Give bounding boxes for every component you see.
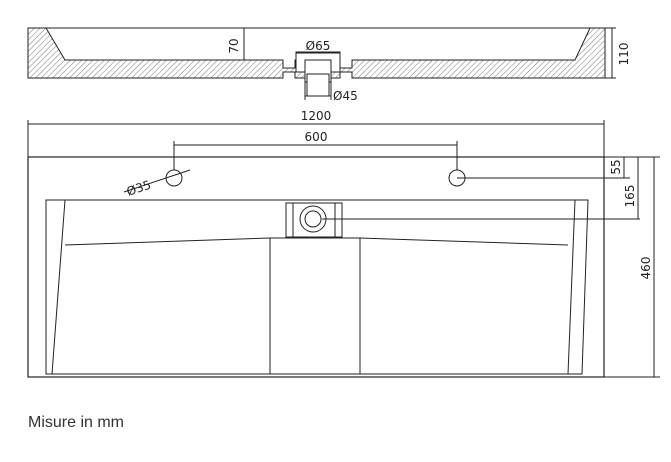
- basin-slope-left: [64, 237, 271, 246]
- label-hole-dia-35: Ø35: [125, 178, 153, 199]
- units-caption: Misure in mm: [28, 414, 125, 431]
- leader-hole-dia: [123, 169, 191, 193]
- basin-floor-outline: [51, 199, 576, 375]
- label-spacing-600: 600: [305, 130, 328, 144]
- label-hole-offset-55: 55: [609, 159, 623, 174]
- basin-outline: [27, 156, 605, 378]
- label-depth-70: 70: [227, 38, 241, 53]
- top-view: [27, 120, 660, 378]
- drain-inner: [292, 202, 336, 238]
- label-drain-offset-165: 165: [623, 185, 637, 208]
- label-depth-460: 460: [639, 257, 653, 280]
- label-drain-bottom-45: Ø45: [333, 89, 358, 103]
- drain-pipe: [306, 73, 330, 97]
- label-height-110: 110: [617, 43, 631, 66]
- label-width-1200: 1200: [301, 109, 332, 123]
- section-view: [27, 27, 616, 100]
- drain-circle-inner: [304, 210, 322, 228]
- tap-hole-left: [165, 169, 183, 187]
- label-drain-top-65: Ø65: [306, 39, 331, 53]
- basin-slope-right: [359, 237, 569, 246]
